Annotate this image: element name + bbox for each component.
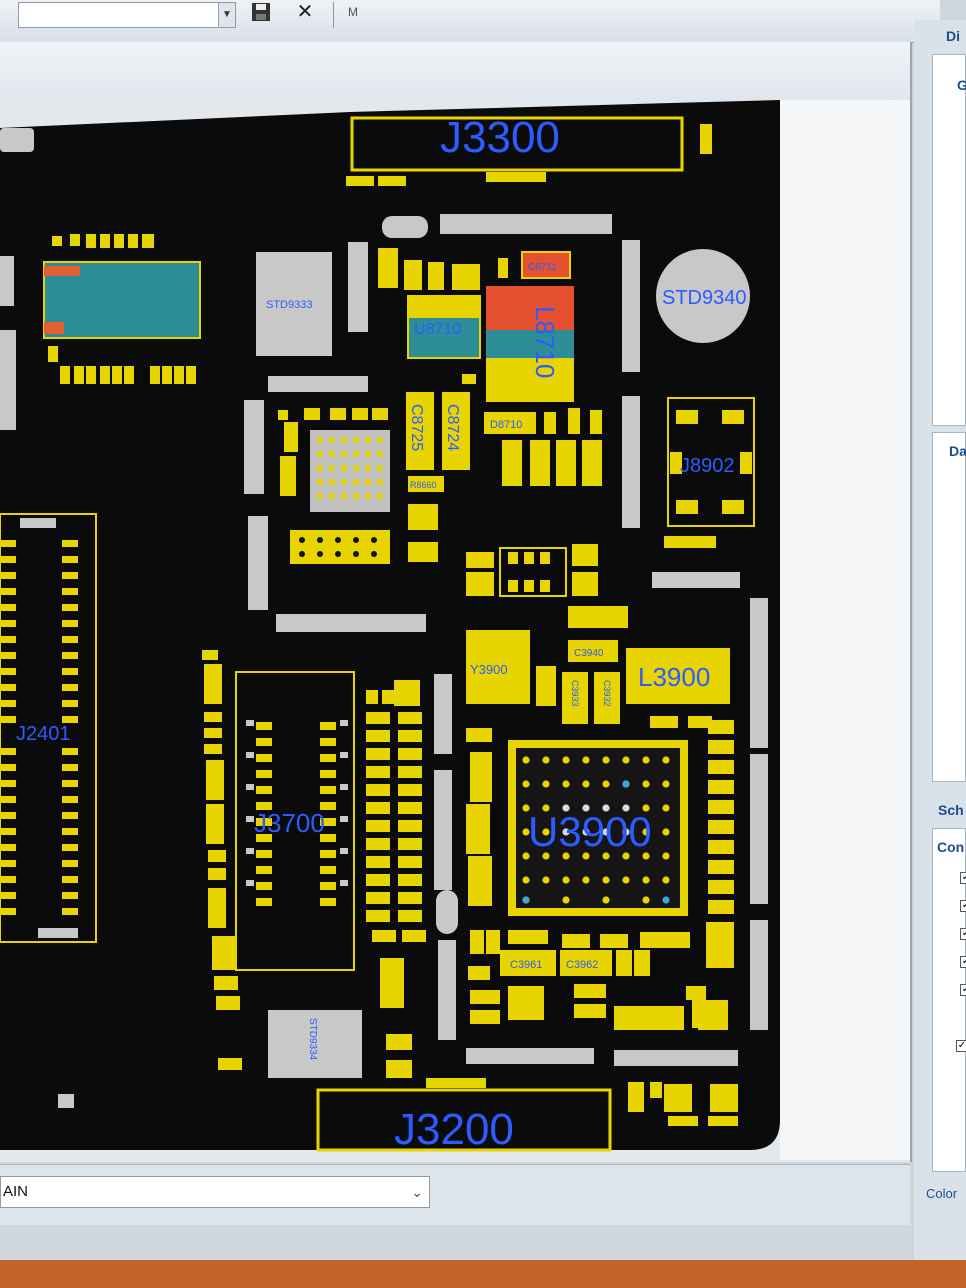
m-icon[interactable]: M [348, 5, 358, 19]
connector-j3300-outline [350, 116, 684, 172]
label-c3932: C3932 [602, 680, 612, 707]
component-row-below-bga [290, 530, 390, 564]
capacitor-c3933 [562, 672, 588, 724]
label-l8710: L8710 [530, 306, 560, 378]
label-d8710: D8710 [490, 419, 522, 431]
layer-checkbox-3[interactable]: ✓ [960, 928, 966, 940]
label-std9333: STD9333 [266, 299, 312, 311]
label-u8710: U8710 [414, 321, 461, 338]
toolbar-combo[interactable]: ▼ [18, 2, 236, 28]
connector-j8902 [667, 397, 755, 527]
label-c3940: C3940 [574, 648, 604, 659]
capacitor-c3932 [594, 672, 620, 724]
toolbar: ▼ ✕ M [0, 0, 940, 43]
label-y3900: Y3900 [470, 662, 508, 677]
connector-j3200 [316, 1088, 612, 1152]
viewer-header-strip [0, 42, 910, 102]
side-panel-label-g: G [957, 77, 966, 93]
capacitor-c3940 [568, 640, 618, 662]
side-panel-controls-box: Con [932, 828, 966, 1172]
component-u8920 [499, 547, 567, 597]
label-l3900: L3900 [638, 662, 710, 692]
side-panel-label-con: Con [937, 839, 965, 855]
canvas-blank-area [780, 100, 910, 1160]
layer-select-value: AIN [3, 1183, 29, 1200]
connector-j3700 [235, 671, 355, 971]
side-panel-tab-label[interactable]: Di [946, 28, 960, 44]
screen-bottom-edge [0, 1260, 966, 1288]
standoff-std9340 [656, 249, 750, 343]
standoff-std9333 [256, 252, 332, 356]
capacitor-c8725 [406, 392, 434, 470]
label-j8902: J8902 [680, 455, 735, 477]
component-c8711 [521, 251, 571, 279]
layer-checkbox-4[interactable]: ✓ [960, 956, 966, 968]
capacitor-c8724 [442, 392, 470, 470]
side-panel-label-sch[interactable]: Sch [938, 802, 964, 818]
label-std9334: STD9334 [307, 1018, 318, 1061]
label-u3900: U3900 [528, 808, 652, 855]
label-std9340: STD9340 [662, 287, 747, 309]
label-c8724: C8724 [444, 404, 461, 451]
connector-j2401 [0, 513, 97, 943]
side-panel-group-box: G [932, 54, 966, 426]
x-icon[interactable]: ✕ [296, 1, 314, 23]
label-j2401: J2401 [16, 723, 71, 745]
label-j3200: J3200 [394, 1105, 514, 1154]
toolbar-separator [333, 2, 334, 28]
bga-u8600 [310, 430, 390, 512]
chevron-down-icon[interactable]: ⌄ [411, 1184, 423, 1200]
layer-select[interactable]: AIN ⌄ [0, 1176, 430, 1208]
label-c3961: C3961 [510, 959, 542, 971]
label-r8660: R8660 [410, 480, 437, 490]
label-c8711: C8711 [528, 262, 557, 273]
layer-checkbox-2[interactable]: ✓ [960, 900, 966, 912]
side-panel-label-color: Color [926, 1186, 958, 1201]
pcb-board-canvas[interactable]: J3300 J3200 U3900 J3700 J2401 L3900 Y390… [0, 0, 910, 1160]
label-j3300: J3300 [440, 113, 560, 162]
layer-checkbox-1[interactable]: ✓ [960, 872, 966, 884]
label-c8725: C8725 [408, 404, 425, 451]
chevron-down-icon[interactable]: ▼ [218, 3, 235, 27]
label-c3962: C3962 [566, 959, 598, 971]
floppy-disk-icon[interactable] [248, 0, 274, 26]
layer-checkbox-5[interactable]: ✓ [960, 984, 966, 996]
layer-checkbox-6[interactable]: ✓ [956, 1040, 966, 1052]
side-panel-details-box: Da [932, 432, 966, 782]
standoff-std9334 [268, 1010, 362, 1078]
diode-d8710 [484, 412, 536, 434]
side-panel-label-da: Da [949, 443, 966, 459]
crystal-y3900 [466, 630, 530, 704]
label-j3700: J3700 [254, 808, 325, 838]
label-c3933: C3933 [570, 680, 580, 707]
inductor-l3900 [626, 648, 730, 704]
